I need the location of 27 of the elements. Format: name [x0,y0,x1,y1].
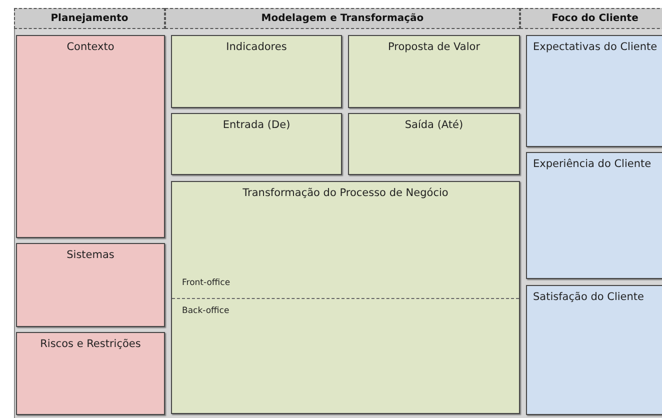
customer-card [526,152,662,279]
section-label: Back-office [182,306,230,316]
card-title: Sistemas [66,249,116,261]
customer-card [526,35,662,147]
card-title: Saída (Até) [404,119,464,131]
column-header: Planejamento [14,8,165,29]
modeling-card [171,181,520,414]
planning-card [16,332,165,415]
planning-card [16,243,165,327]
modeling-card [348,35,520,108]
column-header: Foco do Cliente [520,8,662,29]
card-title: Satisfação do Cliente [533,291,644,303]
card-title: Transformação do Processo de Negócio [242,187,450,199]
card-title: Expectativas do Cliente [533,41,658,53]
card-title: Contexto [66,41,116,53]
section-label: Front-office [182,278,230,288]
planning-card [16,35,165,238]
modeling-card [348,113,520,175]
card-title: Riscos e Restrições [39,338,142,350]
card-title: Indicadores [225,41,288,53]
customer-card [526,285,662,415]
column-header: Modelagem e Transformação [165,8,520,29]
modeling-card [171,35,342,108]
card-title: Experiência do Cliente [533,158,652,170]
card-title: Proposta de Valor [386,41,482,53]
modeling-card [171,113,342,175]
card-title: Entrada (De) [222,119,292,131]
